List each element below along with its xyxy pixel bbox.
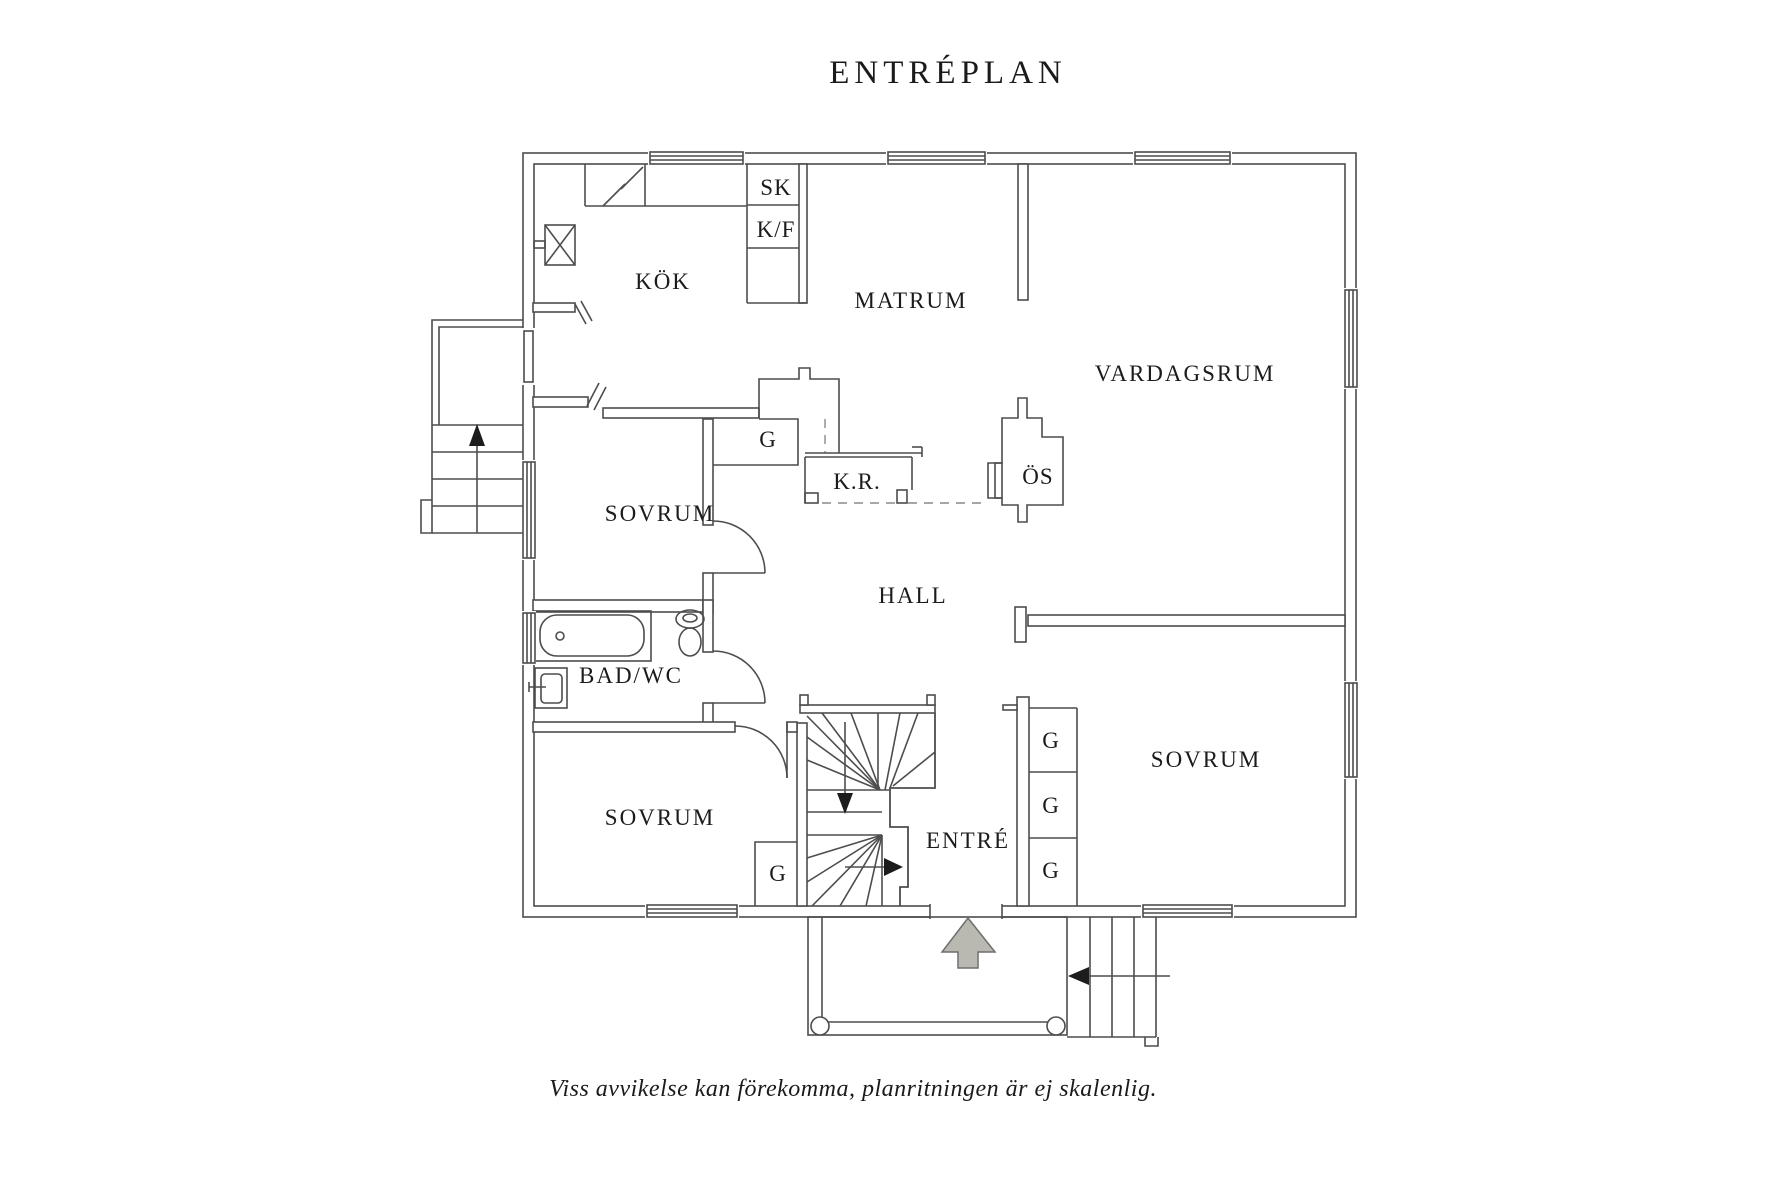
room-label-hall: HALL	[878, 583, 947, 608]
room-label-vardagsrum: VARDAGSRUM	[1095, 361, 1276, 386]
bathtub-icon	[533, 610, 652, 662]
label-os: ÖS	[1022, 464, 1053, 489]
porch-column	[810, 1016, 830, 1036]
interior-walls	[532, 163, 1346, 907]
label-kf: K/F	[757, 217, 796, 242]
room-label-matrum: MATRUM	[855, 288, 968, 313]
room-label-sovrum-nw: SOVRUM	[605, 501, 715, 526]
fireplace	[987, 397, 1064, 523]
porch-column	[1046, 1016, 1066, 1036]
sink-icon	[528, 667, 568, 709]
side-landing-stairs	[420, 319, 523, 534]
kitchen-fittings	[533, 164, 807, 304]
closet-kr-walls	[758, 367, 988, 504]
closet-g-hall	[713, 418, 799, 466]
label-kr: K.R.	[833, 469, 880, 494]
label-g-se-3: G	[1042, 858, 1060, 883]
closets	[713, 418, 1078, 906]
side-stairs-up-arrow-icon	[469, 424, 485, 533]
outer-walls	[522, 152, 1357, 918]
label-g-sw: G	[769, 861, 787, 886]
entrance-up-arrow-icon	[940, 916, 997, 969]
room-labels: ENTRÉPLAN KÖK SK K/F MATRUM VARDAGSRUM G…	[549, 54, 1276, 1102]
closet-g-column-se	[1029, 707, 1078, 906]
room-label-sovrum-se: SOVRUM	[1151, 747, 1261, 772]
central-staircase	[806, 712, 936, 907]
room-label-entre: ENTRÉ	[926, 828, 1010, 853]
label-g-se-2: G	[1042, 793, 1060, 818]
page-title: ENTRÉPLAN	[829, 54, 1067, 91]
porch-stairs-left-arrow-icon	[1068, 967, 1170, 985]
closet-g-sw	[754, 841, 797, 906]
room-label-badwc: BAD/WC	[579, 663, 683, 688]
room-label-sovrum-sw: SOVRUM	[605, 805, 715, 830]
bathroom-fixtures	[528, 609, 705, 709]
disclaimer-text: Viss avvikelse kan förekomma, planritnin…	[549, 1076, 1157, 1102]
side-entrance-door	[520, 328, 537, 385]
label-g-se-1: G	[1042, 728, 1060, 753]
stairs-down-arrow-icon	[837, 722, 853, 814]
windows	[521, 151, 1358, 919]
label-g-hall: G	[759, 427, 777, 452]
stove-icon	[533, 224, 576, 266]
room-label-kok: KÖK	[635, 269, 691, 294]
fireplace-flue	[994, 462, 1003, 499]
label-sk: SK	[760, 175, 791, 200]
stairs-right-arrow-icon	[845, 858, 903, 876]
entrance-porch	[807, 916, 1170, 1047]
toilet-icon	[675, 609, 705, 657]
doors	[712, 520, 788, 779]
